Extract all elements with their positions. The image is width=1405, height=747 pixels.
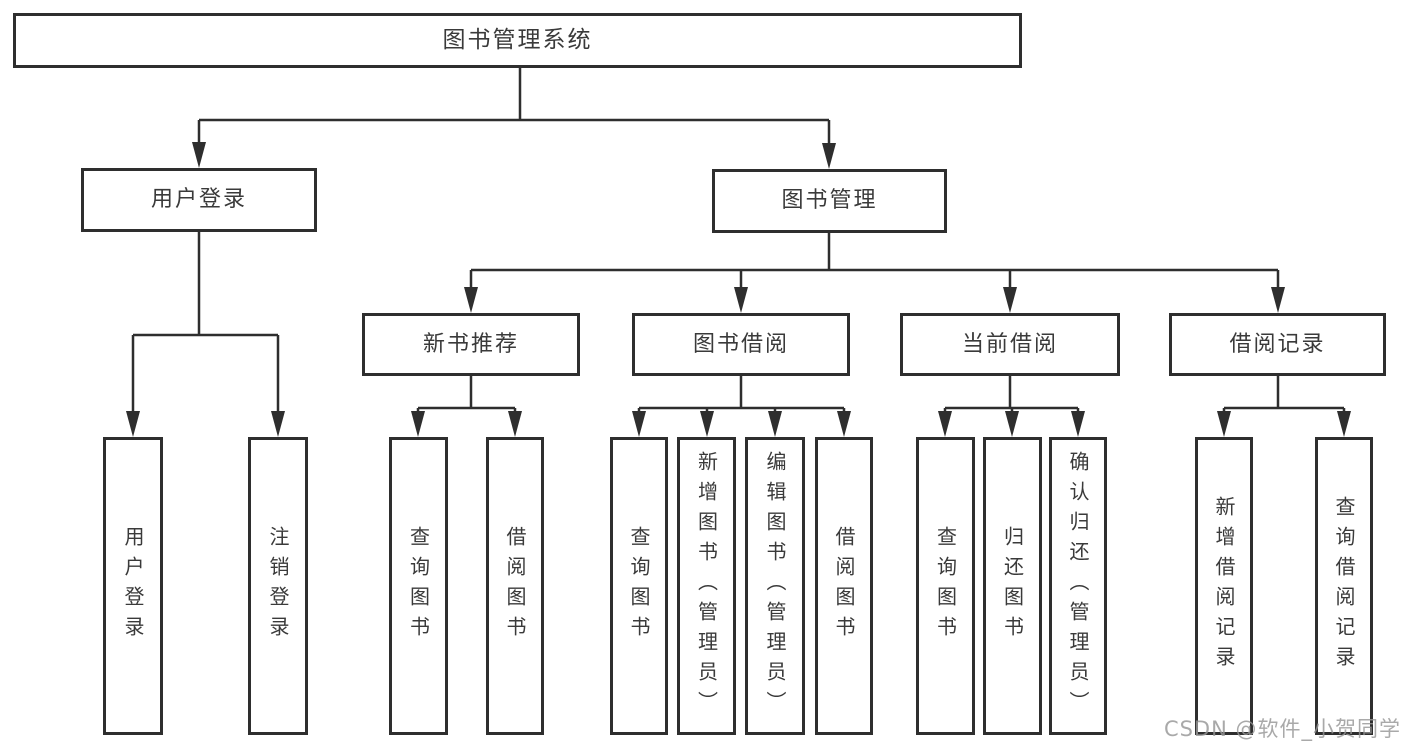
- leaf-label: 编辑图书（管理员）: [763, 451, 787, 721]
- leaf-label: 归还图书: [1000, 526, 1025, 646]
- leaf-label: 新增图书（管理员）: [694, 451, 719, 721]
- node-leaf-query-books: 查询图书: [389, 437, 448, 735]
- leaf-label: 用户登录: [121, 526, 145, 646]
- node-leaf-logout: 注销登录: [248, 437, 308, 735]
- node-borrowing-records: 借阅记录: [1169, 313, 1386, 376]
- leaf-label: 查询借阅记录: [1332, 496, 1356, 676]
- leaf-label: 借阅图书: [503, 526, 527, 646]
- leaf-label: 查询图书: [406, 526, 431, 646]
- node-new-book-recommendation: 新书推荐: [362, 313, 580, 376]
- node-leaf-borrow-books: 借阅图书: [815, 437, 873, 735]
- leaf-label: 查询图书: [627, 526, 651, 646]
- node-user-login: 用户登录: [81, 168, 317, 232]
- node-leaf-edit-books-admin: 编辑图书（管理员）: [745, 437, 805, 735]
- node-book-borrowing: 图书借阅: [632, 313, 850, 376]
- node-leaf-return-books: 归还图书: [983, 437, 1042, 735]
- node-leaf-confirm-return-admin: 确认归还（管理员）: [1049, 437, 1107, 735]
- node-leaf-add-borrow-record: 新增借阅记录: [1195, 437, 1253, 735]
- node-book-management: 图书管理: [712, 169, 947, 233]
- leaf-label: 新增借阅记录: [1212, 496, 1236, 676]
- csdn-watermark: CSDN @软件_小贺同学: [1163, 717, 1401, 741]
- node-leaf-query-borrow-record: 查询借阅记录: [1315, 437, 1373, 735]
- node-leaf-user-login: 用户登录: [103, 437, 163, 735]
- node-leaf-add-books-admin: 新增图书（管理员）: [677, 437, 736, 735]
- leaf-label: 查询图书: [933, 526, 958, 646]
- leaf-label: 借阅图书: [832, 526, 856, 646]
- node-leaf-borrow-books: 借阅图书: [486, 437, 544, 735]
- node-leaf-query-books: 查询图书: [610, 437, 668, 735]
- node-current-borrowing: 当前借阅: [900, 313, 1120, 376]
- leaf-label: 注销登录: [266, 526, 290, 646]
- node-leaf-query-books: 查询图书: [916, 437, 975, 735]
- leaf-label: 确认归还（管理员）: [1066, 451, 1090, 721]
- arrowheads: [126, 142, 1351, 437]
- node-book-management-system: 图书管理系统: [13, 13, 1022, 68]
